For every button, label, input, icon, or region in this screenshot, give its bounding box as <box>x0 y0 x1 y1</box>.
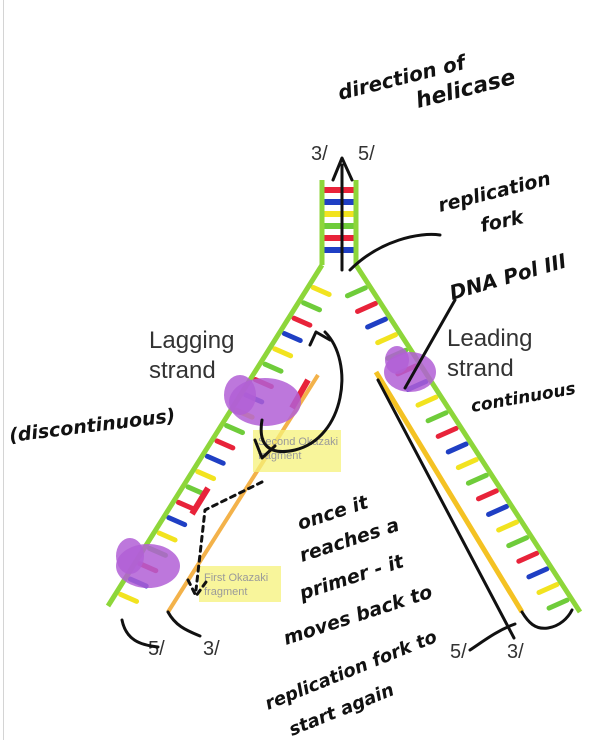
note-fork-1: replication <box>436 168 553 217</box>
base-pair <box>438 428 456 436</box>
base-pair <box>207 456 223 463</box>
base-pair <box>509 538 527 546</box>
base-pair <box>265 364 281 371</box>
label-top-3prime: 3/ <box>311 143 328 165</box>
left-3prime-curve <box>168 612 200 636</box>
label-first-okazaki-1: First Okazaki <box>204 572 268 584</box>
base-pair <box>428 413 446 421</box>
base-pair <box>121 594 137 601</box>
fork-pointer-line <box>350 234 440 270</box>
base-pair <box>159 533 175 540</box>
polymerase-lagging-upper <box>224 375 301 426</box>
base-pair <box>448 444 466 452</box>
label-bottom-left-3prime: 3/ <box>203 638 220 660</box>
polymerase-lagging-lower <box>116 538 180 588</box>
label-lagging-1: Lagging <box>149 327 234 354</box>
base-pair <box>217 441 233 448</box>
label-bottom-right-5prime: 5/ <box>450 641 467 663</box>
base-pair <box>226 426 242 433</box>
base-pair <box>458 460 476 468</box>
base-pair <box>313 287 329 294</box>
base-pair <box>358 303 376 311</box>
right-3prime-curve <box>522 610 572 628</box>
note-dna-pol: DNA Pol III <box>447 248 570 304</box>
label-leading-2: strand <box>447 355 514 382</box>
base-pair <box>347 288 365 296</box>
note-discontinuous: (discontinuous) <box>8 405 177 447</box>
polymerase-leading <box>384 346 436 392</box>
label-first-okazaki-2: fragment <box>204 586 247 598</box>
label-bottom-left-5prime: 5/ <box>148 638 165 660</box>
base-pair <box>169 518 185 525</box>
base-pair <box>418 397 436 405</box>
base-pair <box>529 569 547 577</box>
label-second-okazaki-1: Second Okazaki <box>258 436 338 448</box>
base-pair <box>549 600 567 608</box>
note-continuous: continuous <box>469 379 577 417</box>
base-pair <box>284 333 300 340</box>
base-pair <box>368 319 386 327</box>
label-bottom-right-3prime: 3/ <box>507 641 524 663</box>
base-pair <box>198 472 214 479</box>
base-pair <box>468 475 486 483</box>
base-pair <box>499 522 517 530</box>
base-pair <box>539 585 557 593</box>
label-top-5prime: 5/ <box>358 143 375 165</box>
base-pair <box>304 303 320 310</box>
note-fork-2: fork <box>478 206 526 237</box>
base-pair <box>378 335 396 343</box>
label-lagging-2: strand <box>149 357 216 384</box>
base-pair <box>478 491 496 499</box>
base-pair <box>178 502 194 509</box>
base-pair <box>275 349 291 356</box>
label-leading-1: Leading <box>447 325 532 352</box>
base-pair <box>294 318 310 325</box>
base-pair <box>489 506 507 514</box>
base-pair <box>519 553 537 561</box>
